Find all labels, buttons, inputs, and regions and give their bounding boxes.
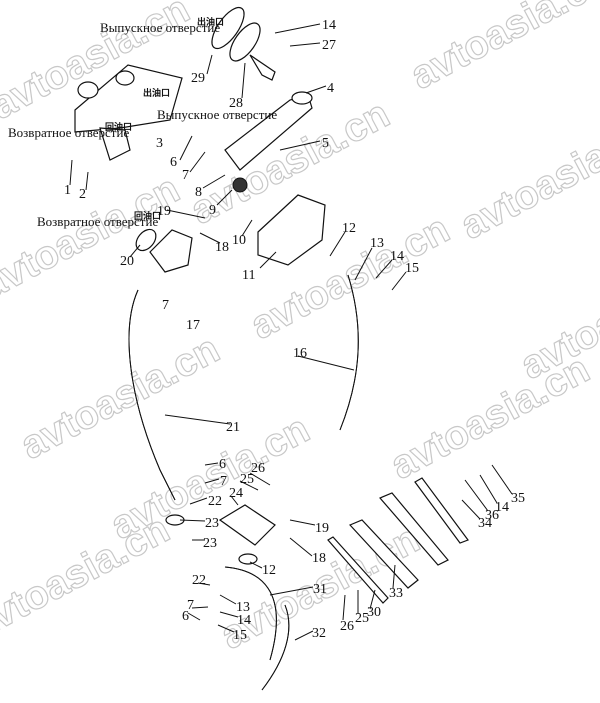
callout: 19: [157, 204, 171, 219]
callout: 36: [485, 508, 499, 523]
hose-31: [224, 566, 277, 661]
callout: 13: [370, 236, 384, 251]
callout: 10: [232, 233, 246, 248]
callouts: 14 27 29 28 4 5 3 6 7 8 9 10 11 12 1 2 1…: [64, 18, 525, 643]
tank-port: [115, 70, 135, 86]
callout: 30: [367, 605, 381, 620]
callout: 7: [182, 168, 189, 183]
outlet-label: Выпускное отверстие: [157, 107, 277, 122]
return-label: Возвратное отверстие: [8, 125, 129, 140]
outlet-cn-label: 出油口: [197, 16, 224, 28]
callout: 6: [182, 609, 189, 624]
callout: 26: [340, 619, 354, 634]
callout: 23: [205, 516, 219, 531]
plate-24: [218, 504, 276, 546]
callout: 24: [229, 486, 243, 501]
callout: 5: [322, 136, 329, 151]
callout: 11: [242, 268, 255, 283]
hose-32: [261, 604, 290, 691]
filter-box-11: [257, 194, 326, 266]
callout: 13: [236, 600, 250, 615]
parts: [74, 6, 469, 691]
callout: 7: [187, 598, 194, 613]
seal-12: [238, 553, 258, 565]
bracket-34: [414, 477, 469, 544]
callout: 25: [355, 611, 369, 626]
return-cn-label: 回油口: [105, 121, 132, 133]
callout: 18: [312, 551, 326, 566]
callout: 29: [191, 71, 205, 86]
watermark: avtoasia.cn: [454, 107, 600, 248]
callout: 3: [156, 136, 163, 151]
callout: 22: [208, 494, 222, 509]
callout: 33: [389, 586, 403, 601]
hose-16: [339, 274, 359, 431]
strip-30: [327, 536, 389, 604]
callout: 32: [312, 626, 326, 641]
callout: 12: [342, 221, 356, 236]
callout: 14: [390, 249, 404, 264]
callout: 35: [511, 491, 525, 506]
callout: 20: [120, 254, 134, 269]
callout: 14: [322, 18, 336, 33]
callout: 7: [220, 474, 227, 489]
callout: 4: [327, 81, 334, 96]
callout: 34: [478, 516, 492, 531]
hose-21: [128, 289, 176, 501]
callout: 15: [405, 261, 419, 276]
flange-pipe: [249, 54, 276, 81]
callout: 17: [186, 318, 200, 333]
leader-lines: [69, 23, 513, 641]
callout: 2: [79, 187, 86, 202]
watermark: avtoasia.cn: [14, 327, 227, 468]
callout: 7: [162, 298, 169, 313]
tank-bracket: [99, 127, 131, 161]
watermark: avtoasia.cn: [0, 167, 187, 308]
callout: 12: [262, 563, 276, 578]
watermark: avtoasia.cn: [0, 507, 177, 648]
return-cn-label: 回油口: [134, 210, 161, 222]
callout: 19: [315, 521, 329, 536]
return-label: Возвратное отверстие: [37, 214, 158, 229]
callout: 18: [215, 240, 229, 255]
annotations: Выпускное отверстие 出油口 出油口 Выпускное от…: [8, 16, 277, 229]
callout: 27: [322, 38, 336, 53]
clamp-bar-33: [348, 519, 419, 589]
tank-part: [74, 64, 183, 133]
callout: 31: [313, 582, 327, 597]
callout: 14: [237, 613, 251, 628]
callout: 15: [233, 628, 247, 643]
fitting-9: [232, 177, 248, 193]
outlet-label: Выпускное отверстие: [100, 20, 220, 35]
callout: 23: [203, 536, 217, 551]
clamp-bar-33b: [379, 492, 449, 566]
callout: 28: [229, 96, 243, 111]
callout: 21: [226, 420, 240, 435]
clamp-4: [291, 91, 313, 105]
outlet-cn-label: 出油口: [143, 87, 170, 99]
callout: 25: [240, 472, 254, 487]
o-ring-29: [211, 6, 245, 50]
callout: 14: [495, 500, 509, 515]
flange-28: [229, 22, 261, 62]
tank-port: [77, 81, 99, 99]
callout: 26: [251, 461, 265, 476]
watermark: avtoasia.cn: [404, 0, 600, 98]
callout: 16: [293, 346, 307, 361]
valve-block: [149, 229, 193, 273]
callout: 6: [170, 155, 177, 170]
callout: 9: [209, 203, 216, 218]
callout: 8: [195, 185, 202, 200]
callout: 6: [219, 457, 226, 472]
o-ring-20: [135, 228, 157, 252]
callout: 1: [64, 183, 71, 198]
watermark: avtoasia.cn: [384, 347, 597, 488]
callout: 22: [192, 573, 206, 588]
